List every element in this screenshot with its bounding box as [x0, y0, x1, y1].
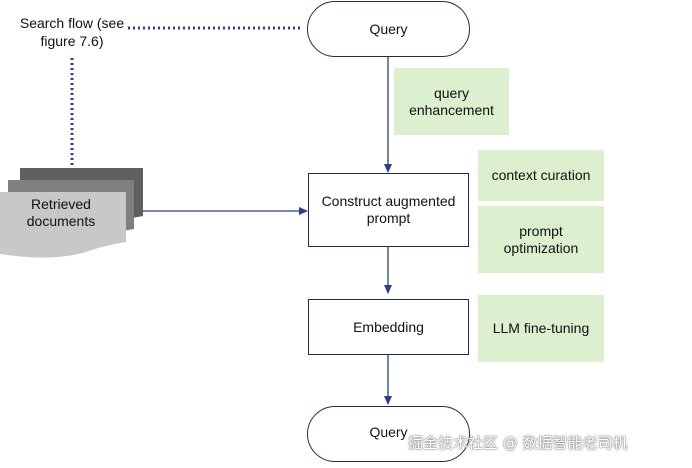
embedding-label: Embedding: [353, 318, 424, 335]
context-curation-label: context curation: [491, 167, 591, 183]
query-end-label: Query: [369, 424, 408, 440]
context-curation-annotation: context curation: [478, 150, 604, 201]
retrieved-documents-text: Retrieved documents: [26, 196, 96, 229]
prompt-optimization-annotation: prompt optimization: [478, 206, 604, 273]
prompt-optimization-label: prompt optimization: [503, 222, 579, 256]
embedding-node: Embedding: [308, 299, 469, 355]
search-flow-note: Search flow (see figure 7.6): [14, 14, 130, 50]
retrieved-documents-icon: [0, 168, 143, 258]
search-flow-note-text: Search flow (see figure 7.6): [19, 15, 125, 49]
retrieved-documents-label: Retrieved documents: [6, 196, 116, 230]
construct-augmented-prompt-node: Construct augmented prompt: [308, 173, 469, 247]
watermark-text: 掘金技术社区 @ 数据智能老司机: [408, 434, 628, 452]
llm-fine-tuning-annotation: LLM fine-tuning: [478, 295, 604, 362]
query-start-label: Query: [369, 21, 408, 37]
llm-fine-tuning-label: LLM fine-tuning: [492, 320, 590, 336]
query-enhancement-annotation: query enhancement: [394, 68, 509, 135]
query-enhancement-label: query enhancement: [409, 84, 494, 118]
query-start-node: Query: [307, 1, 470, 57]
construct-augmented-prompt-label: Construct augmented prompt: [321, 193, 456, 226]
query-end-node: Query: [307, 406, 470, 462]
